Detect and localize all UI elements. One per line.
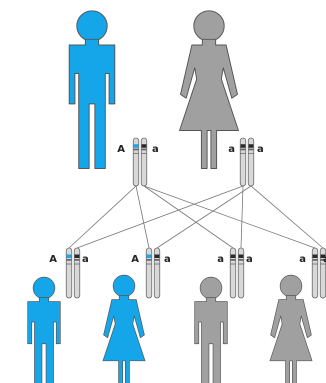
daughter-1-chromosome-left — [146, 248, 152, 298]
daughter-1-allele-right: a — [164, 254, 171, 265]
line-father-A-daughter-1 — [136, 186, 149, 248]
inheritance-lines — [69, 186, 323, 248]
father-allele-left: A — [117, 144, 125, 155]
line-mother-a-daughter-1 — [157, 186, 251, 248]
son-2-figure — [195, 277, 228, 383]
line-father-a-daughter-2 — [144, 186, 315, 248]
son-1-chromosome-right — [74, 248, 80, 298]
mother-allele-left: a — [228, 144, 235, 155]
daughter-1-allele-left: A — [131, 254, 139, 265]
son-2-allele-left: a — [217, 254, 224, 265]
son-1-figure — [28, 277, 61, 383]
son-2-chromosome-right — [238, 248, 244, 298]
line-mother-a-son-1 — [77, 186, 243, 248]
mother-allele-right: a — [257, 144, 264, 155]
father-figure — [69, 11, 115, 169]
line-mother-a-daughter-2 — [251, 186, 323, 248]
mother-chromosome-left — [240, 138, 246, 186]
son-2-allele-right: a — [246, 254, 253, 265]
daughter-2-figure — [270, 275, 312, 383]
daughter-2-chromosome-left — [312, 248, 318, 298]
father-chromosome-left — [133, 138, 139, 186]
line-mother-a-son-2 — [241, 186, 243, 248]
son-2-chromosome-left — [230, 248, 236, 298]
daughter-1-chromosome-right — [154, 248, 160, 298]
father-allele-right: a — [152, 144, 159, 155]
son-1-allele-left: A — [49, 254, 57, 265]
daughter-2-allele-left: a — [299, 254, 306, 265]
father-chromosome-right — [141, 138, 147, 186]
mother-chromosome-right — [248, 138, 254, 186]
son-1-allele-right: a — [82, 254, 89, 265]
daughter-1-figure — [103, 275, 145, 383]
line-father-a-son-2 — [144, 186, 233, 248]
son-1-chromosome-left — [66, 248, 72, 298]
